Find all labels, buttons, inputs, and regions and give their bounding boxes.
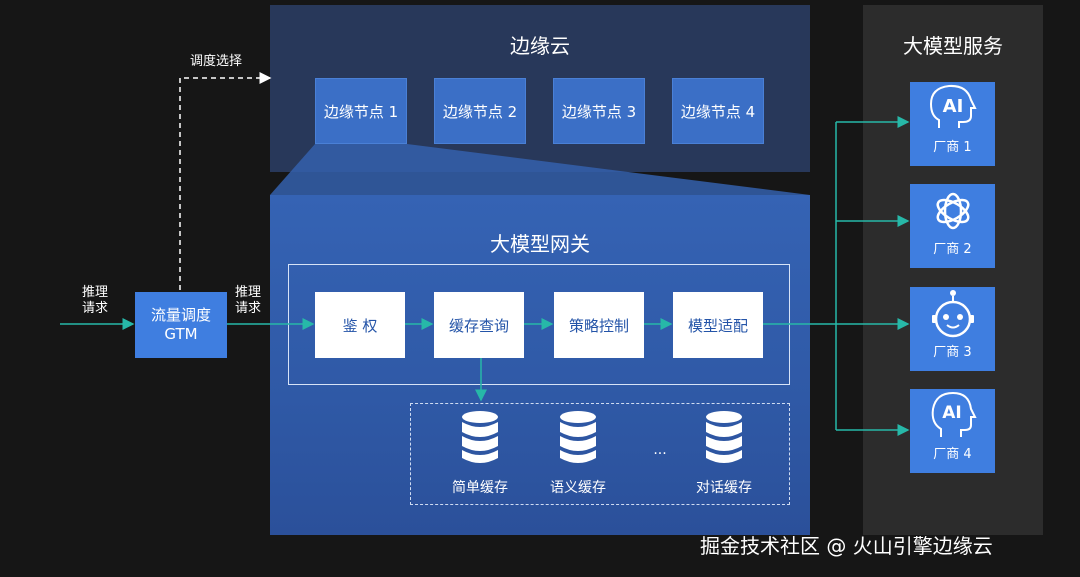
schedule-select-label: 调度选择	[190, 54, 243, 69]
vendor-2-card: 厂商 2	[910, 184, 995, 268]
cache-dialog-label: 对话缓存	[696, 480, 752, 496]
edge-node-2: 边缘节点 2	[434, 78, 526, 144]
model-services-title: 大模型服务	[903, 34, 1003, 58]
gateway-panel	[270, 195, 810, 535]
database-icon	[706, 411, 742, 463]
edge-cloud-title: 边缘云	[510, 34, 570, 58]
vendor-3-label: 厂商 3	[933, 345, 972, 360]
step-auth: 鉴 权	[315, 292, 405, 358]
openai-logo-icon	[935, 192, 970, 230]
database-icon	[462, 411, 498, 463]
step-cache-lookup: 缓存查询	[434, 292, 524, 358]
inference-request-label-left: 推理 请求	[82, 285, 109, 316]
cache-store-frame	[410, 403, 790, 505]
gateway-title: 大模型网关	[490, 232, 590, 256]
edge-node-4: 边缘节点 4	[672, 78, 764, 144]
inference-request-label-right: 推理 请求	[235, 285, 262, 316]
watermark: 掘金技术社区 @ 火山引擎边缘云	[700, 534, 993, 558]
edge-node-3: 边缘节点 3	[553, 78, 645, 144]
vendor-1-card: AI 厂商 1	[910, 82, 995, 166]
vendor-3-card: 厂商 3	[910, 287, 995, 371]
vendor-2-label: 厂商 2	[933, 242, 972, 257]
ai-head-outline-icon: AI	[931, 391, 977, 437]
gtm-box: 流量调度 GTM	[135, 292, 227, 358]
gtm-line2: GTM	[164, 325, 198, 343]
step-model-adapt: 模型适配	[673, 292, 763, 358]
svg-text:AI: AI	[942, 403, 961, 423]
vendor-4-card: AI 厂商 4	[910, 389, 995, 473]
edge-node-1: 边缘节点 1	[315, 78, 407, 144]
database-icon	[560, 411, 596, 463]
ai-head-icon: AI	[929, 84, 977, 128]
robot-face-icon	[931, 290, 974, 338]
gtm-line1: 流量调度	[150, 306, 211, 324]
vendor-1-label: 厂商 1	[933, 140, 972, 155]
svg-text:AI: AI	[942, 96, 963, 117]
vendor-4-label: 厂商 4	[933, 447, 972, 462]
cache-simple-label: 简单缓存	[452, 480, 508, 496]
cache-ellipsis: ...	[653, 442, 667, 458]
cache-semantic-label: 语义缓存	[550, 480, 606, 496]
step-policy-control: 策略控制	[554, 292, 644, 358]
